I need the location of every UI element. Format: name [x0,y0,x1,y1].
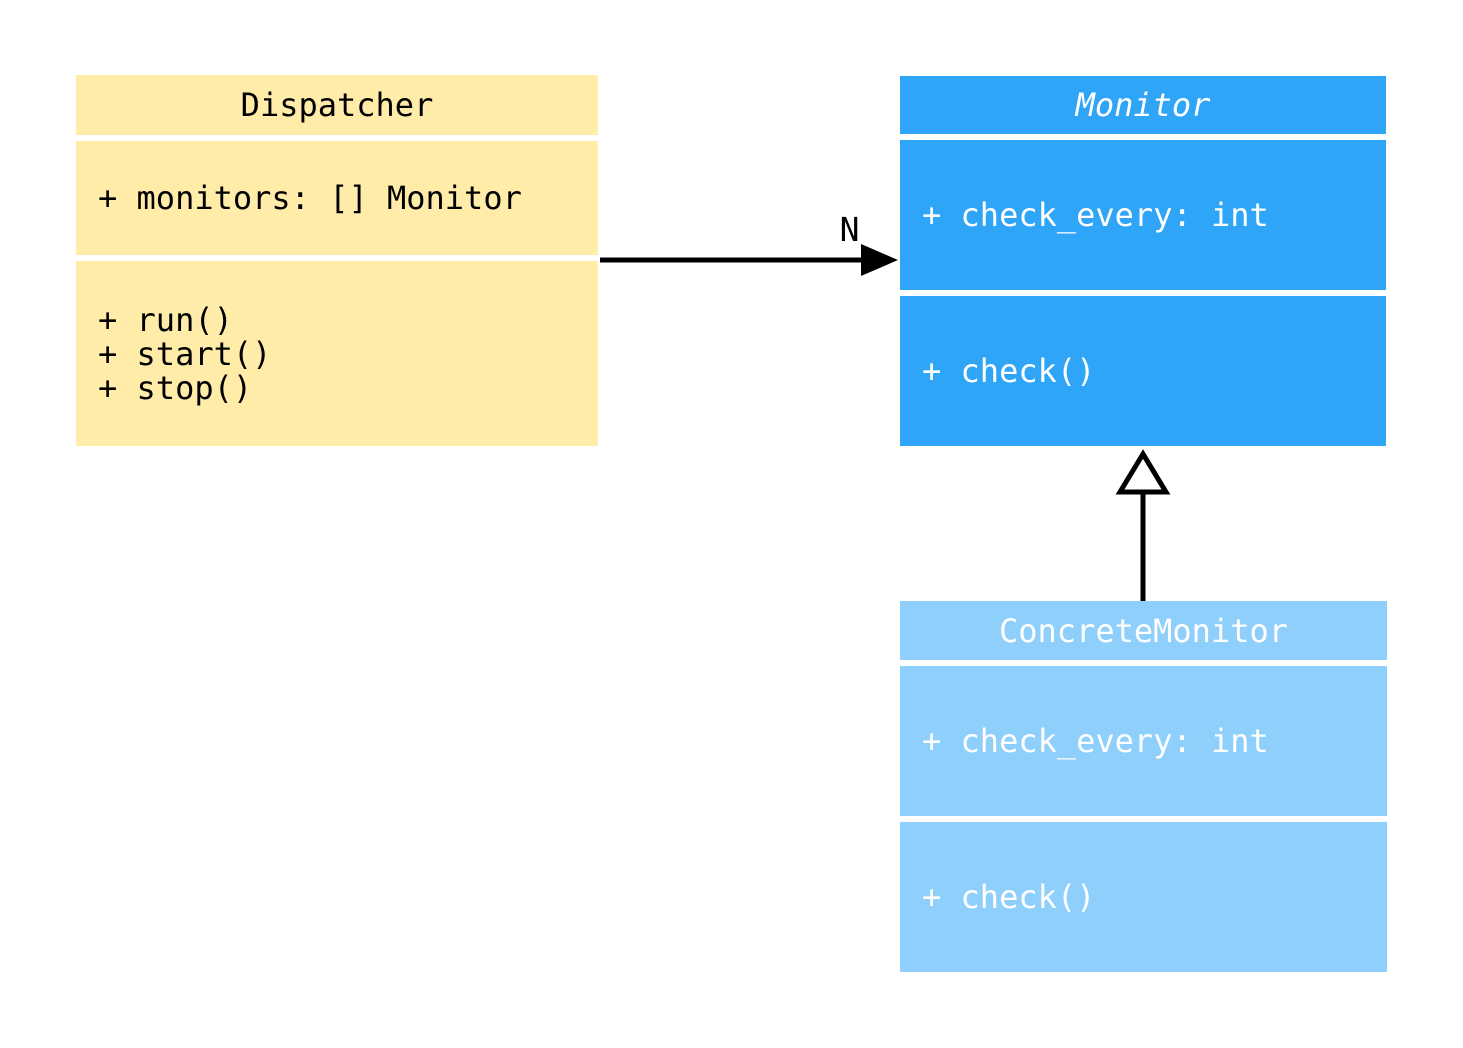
attribute-item: + check_every: int [922,196,1269,234]
method-item: + run() [98,300,233,339]
method-item: + start() [98,334,272,373]
class-box-monitor: Monitor + check_every: int + check() [900,76,1386,446]
inheritance-arrow [1115,449,1171,601]
class-box-dispatcher: Dispatcher + monitors: [] Monitor + run(… [76,75,598,446]
method-item: + check() [922,878,1096,916]
class-methods-dispatcher: + run() + start() + stop() [76,261,598,446]
attribute-item: + monitors: [] Monitor [98,179,522,217]
hollow-triangle-icon [1115,449,1171,495]
class-box-concrete-monitor: ConcreteMonitor + check_every: int + che… [900,601,1387,972]
class-attributes-concrete-monitor: + check_every: int [900,666,1387,816]
class-title-concrete-monitor: ConcreteMonitor [900,601,1387,660]
class-title-dispatcher: Dispatcher [76,75,598,135]
class-title-monitor: Monitor [900,76,1386,134]
attribute-item: + check_every: int [922,722,1269,760]
method-item: + check() [922,352,1096,390]
association-multiplicity-label: N [839,210,860,249]
class-methods-monitor: + check() [900,296,1386,446]
method-item: + stop() [98,368,253,407]
class-attributes-monitor: + check_every: int [900,140,1386,290]
class-methods-concrete-monitor: + check() [900,822,1387,972]
class-attributes-dispatcher: + monitors: [] Monitor [76,141,598,255]
